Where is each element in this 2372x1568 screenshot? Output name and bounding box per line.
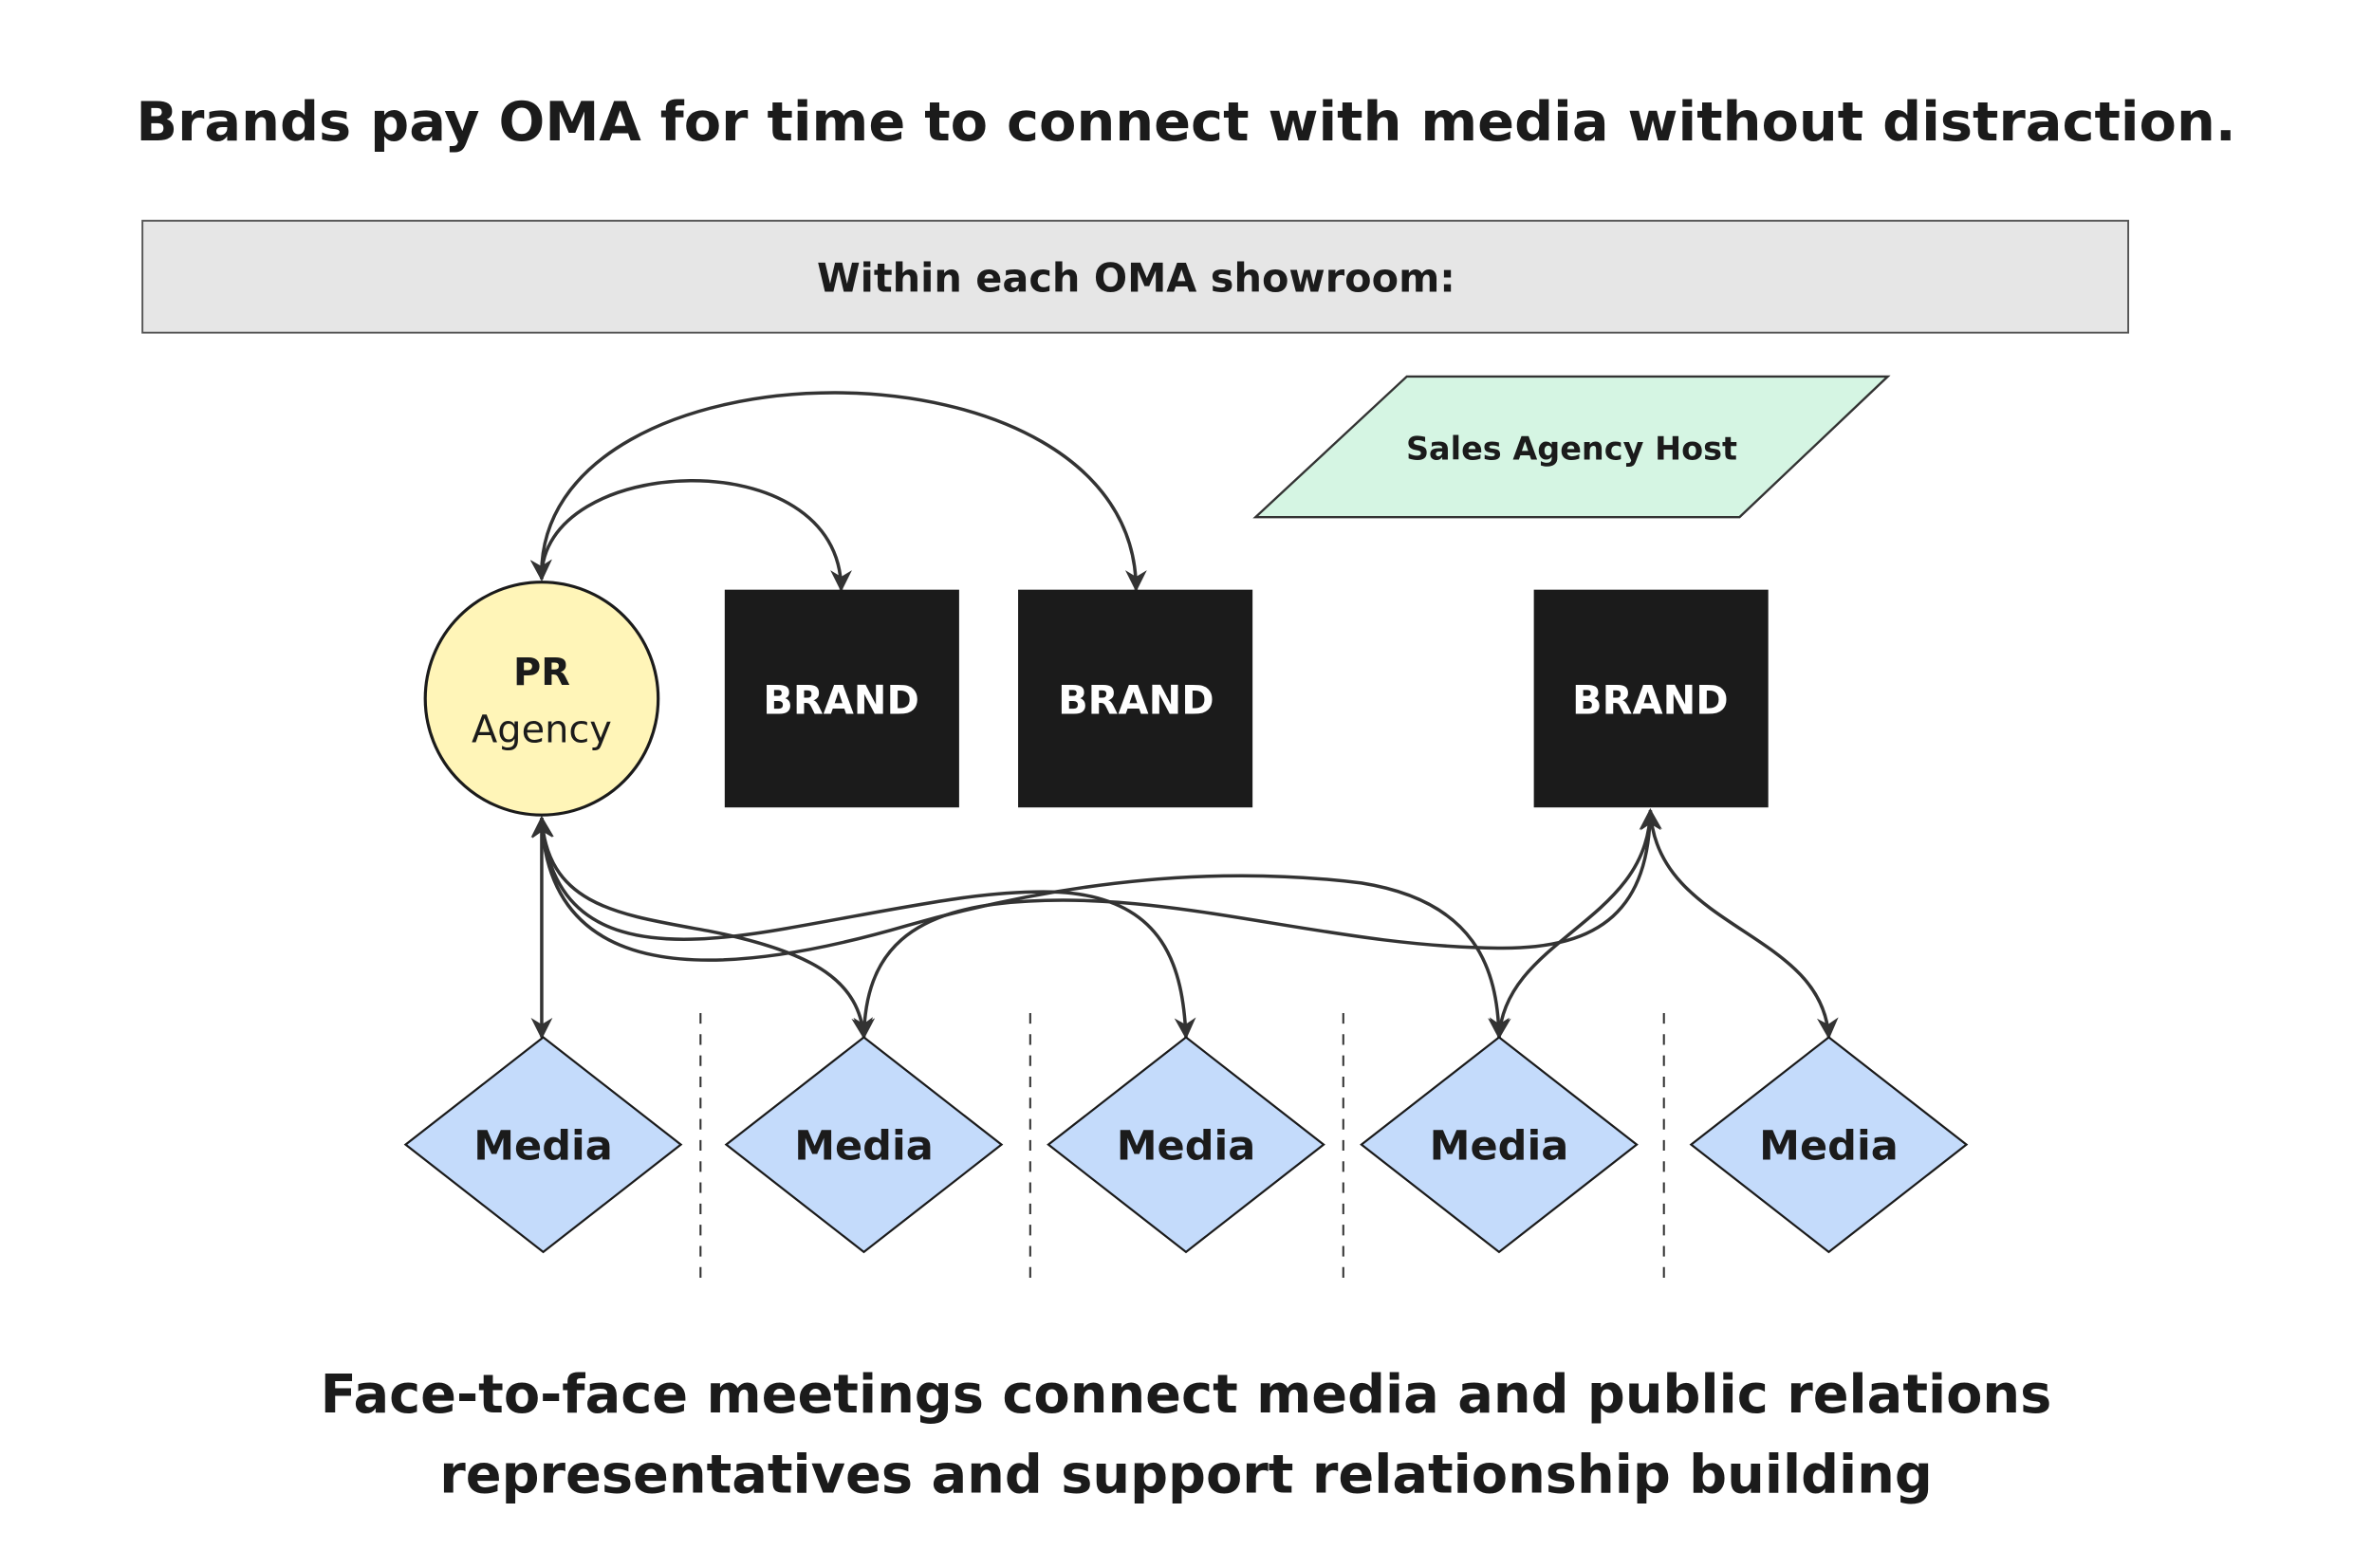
brand-node: BRAND [724,589,959,808]
edges [529,391,1839,1040]
sales-agency-host-node: Sales Agency Host [1252,375,1891,519]
edge-pr-brand-1 [530,479,852,592]
media-diamond [1689,1036,1969,1254]
banner-label: Within each OMA showroom: [817,256,1455,302]
pr-agency-node: PR Agency [423,581,660,817]
pr-agency-label-line1: PR [513,651,570,694]
showroom-banner: Within each OMA showroom: [141,219,2130,334]
media-label: Media [1117,1123,1256,1171]
brand-node: BRAND [1018,589,1253,808]
edge-pr-media-3 [531,816,1196,1040]
media-label: Media [1759,1123,1899,1171]
media-node: Media [1047,1036,1325,1254]
footer-line-2: representatives and support relationship… [439,1444,1933,1505]
edge-brand-3-media-4 [1489,808,1661,1040]
pr-agency-circle [423,581,660,817]
media-diamond [724,1036,1004,1254]
media-label: Media [473,1123,613,1171]
brand-box [1533,589,1769,808]
media-label: Media [1430,1123,1569,1171]
media-diamond [403,1036,683,1254]
media-node: Media [403,1036,683,1254]
brand-box [724,589,959,808]
edge-brand-3-media-2 [853,808,1661,1040]
banner-box [141,219,2130,334]
media-node: Media [1689,1036,1969,1254]
brand-box [1018,589,1253,808]
media-diamond [1360,1036,1639,1254]
media-label: Media [794,1123,934,1171]
sales-agency-host-label: Sales Agency Host [1406,431,1737,468]
footer-line-1: Face-to-face meetings connect media and … [321,1364,2052,1426]
edge-pr-brand-2 [529,391,1147,592]
page-title: Brands pay OMA for time to connect with … [136,90,2235,154]
parallelogram-shape [1252,375,1891,519]
media-diamond [1047,1036,1325,1254]
media-node: Media [1360,1036,1639,1254]
brand-node: BRAND [1533,589,1769,808]
media-node: Media [724,1036,1004,1254]
pr-agency-label-line2: Agency [472,709,612,752]
brand-label: BRAND [1058,677,1214,723]
edge-brand-3-media-5 [1640,808,1839,1040]
brand-label: BRAND [1572,677,1729,723]
brand-label: BRAND [763,677,919,723]
